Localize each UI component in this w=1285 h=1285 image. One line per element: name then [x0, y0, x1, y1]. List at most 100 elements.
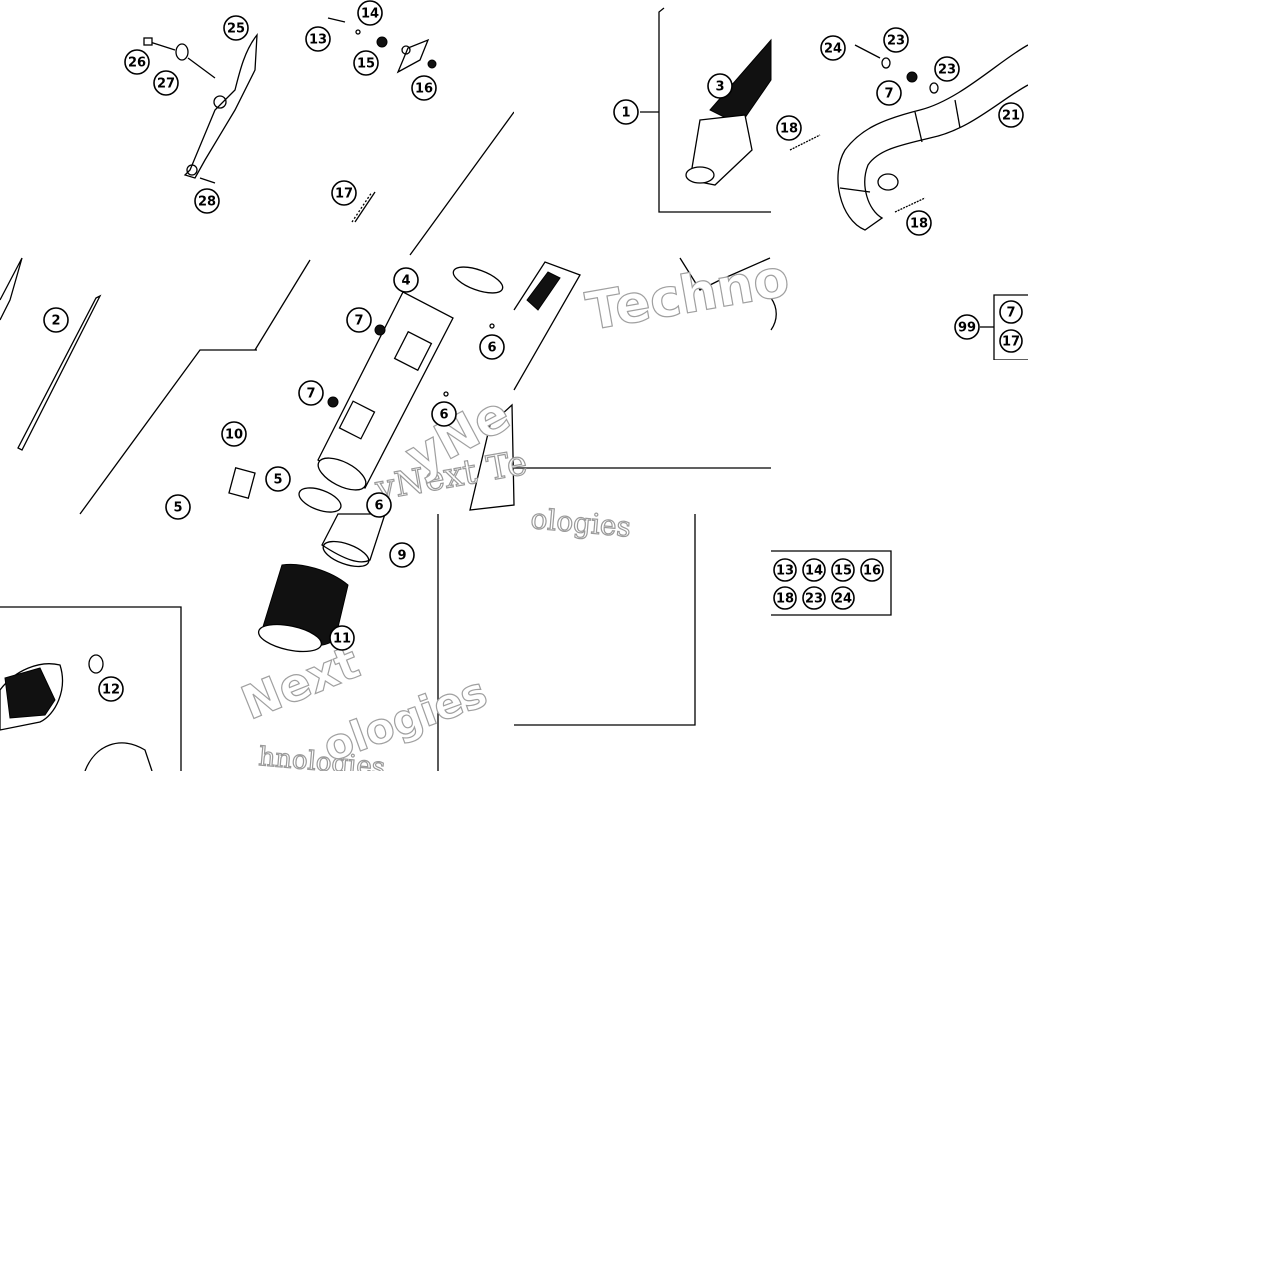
callout-c9: 9 [389, 542, 415, 568]
callout-c6a: 6 [479, 334, 505, 360]
callout-c14: 14 [357, 0, 383, 26]
callout-circle [906, 210, 932, 236]
callout-c2: 2 [43, 307, 69, 333]
callout-c6b: 6 [431, 401, 457, 427]
callout-c28: 28 [194, 188, 220, 214]
callout-c5a: 5 [165, 494, 191, 520]
callout-circle [776, 115, 802, 141]
callout-label: 2 [51, 314, 60, 329]
callout-label: 24 [824, 42, 842, 57]
kit-circle [831, 586, 855, 610]
callout-circle [613, 99, 639, 125]
kit-bottom-r1-item-1: 14 [802, 558, 826, 582]
part-pipe-10 [228, 467, 256, 499]
kit-top-item-1: 17 [999, 329, 1023, 353]
part-muffler-body-4 [317, 266, 504, 491]
callout-circle [165, 494, 191, 520]
callout-circle [43, 307, 69, 333]
callout-circle [998, 102, 1024, 128]
part-fasteners-13-16 [327, 17, 437, 74]
kit-circle [860, 558, 884, 582]
callout-c3: 3 [707, 73, 733, 99]
kit-circle [773, 586, 797, 610]
callout-label: 23 [887, 34, 905, 49]
kit-bottom-r2-item-2: 24 [831, 586, 855, 610]
callout-label: 7 [884, 87, 893, 102]
kit-bottom-r2-item-1: 23 [802, 586, 826, 610]
callout-circle [353, 50, 379, 76]
callout-c12: 12 [98, 676, 124, 702]
kit-box-bottom [771, 550, 892, 616]
callout-label: 3 [715, 80, 724, 95]
part-spring-18b [894, 197, 926, 213]
callout-label: 5 [173, 501, 182, 516]
callout-circle [357, 0, 383, 26]
callout-circle [346, 307, 372, 333]
kit-circle [999, 329, 1023, 353]
kit-top-item-0: 7 [999, 300, 1023, 324]
callout-label: 27 [157, 77, 175, 92]
kit-label: 15 [834, 564, 852, 579]
callout-circle [223, 15, 249, 41]
callout-circle [876, 80, 902, 106]
callout-label: 18 [910, 217, 928, 232]
callout-circle [221, 421, 247, 447]
callout-c26: 26 [124, 49, 150, 75]
callout-c25: 25 [223, 15, 249, 41]
callout-c16: 16 [411, 75, 437, 101]
part-bolt-28 [199, 177, 216, 184]
callout-c18a: 18 [776, 115, 802, 141]
callout-circle [411, 75, 437, 101]
callout-label: 6 [439, 408, 448, 423]
part-heat-shield-2 [0, 257, 102, 451]
callout-circle [954, 314, 980, 340]
callout-c23a: 23 [883, 27, 909, 53]
callout-label: 28 [198, 195, 216, 210]
callout-circle [366, 492, 392, 518]
callout-circle [431, 401, 457, 427]
callout-circle [153, 70, 179, 96]
callout-c4: 4 [393, 267, 419, 293]
frame-lines [0, 7, 771, 771]
kit-label: 18 [776, 592, 794, 607]
part-end-cap-11 [257, 563, 349, 653]
callout-c99: 99 [954, 314, 980, 340]
part-sleeve-9 [321, 513, 386, 568]
callout-circle [934, 56, 960, 82]
callout-label: 4 [401, 274, 410, 289]
callout-c13: 13 [305, 26, 331, 52]
part-header-pipe-21 [837, 44, 1029, 231]
callout-label: 26 [128, 56, 146, 71]
callout-c24: 24 [820, 35, 846, 61]
callouts: 2526272813141516171318242323721182105477… [43, 0, 1024, 702]
callout-c7c: 7 [298, 380, 324, 406]
callout-circle [265, 466, 291, 492]
callout-circle [98, 676, 124, 702]
callout-label: 15 [357, 57, 375, 72]
callout-label: 18 [780, 122, 798, 137]
callout-label: 6 [487, 341, 496, 356]
watermarks: Techno yNext Te yNe ologies Next hnologi… [233, 248, 794, 784]
part-end-cap-12 [0, 654, 153, 772]
callout-label: 23 [938, 63, 956, 78]
kit-bottom-r1-item-0: 13 [773, 558, 797, 582]
callout-circle [124, 49, 150, 75]
callout-c27: 27 [153, 70, 179, 96]
callout-c10: 10 [221, 421, 247, 447]
kit-circle [802, 558, 826, 582]
kit-label: 24 [834, 592, 852, 607]
callout-label: 7 [354, 314, 363, 329]
part-gasket-5 [298, 487, 342, 513]
callout-c5b: 5 [265, 466, 291, 492]
part-fragment-right-edge [679, 257, 777, 331]
kit-circle [999, 300, 1023, 324]
callout-label: 17 [335, 187, 353, 202]
callout-circle [707, 73, 733, 99]
callout-circle [329, 625, 355, 651]
callout-label: 16 [415, 82, 433, 97]
callout-circle [305, 26, 331, 52]
kit-label: 14 [805, 564, 823, 579]
callout-label: 99 [958, 321, 976, 336]
callout-label: 7 [306, 387, 315, 402]
